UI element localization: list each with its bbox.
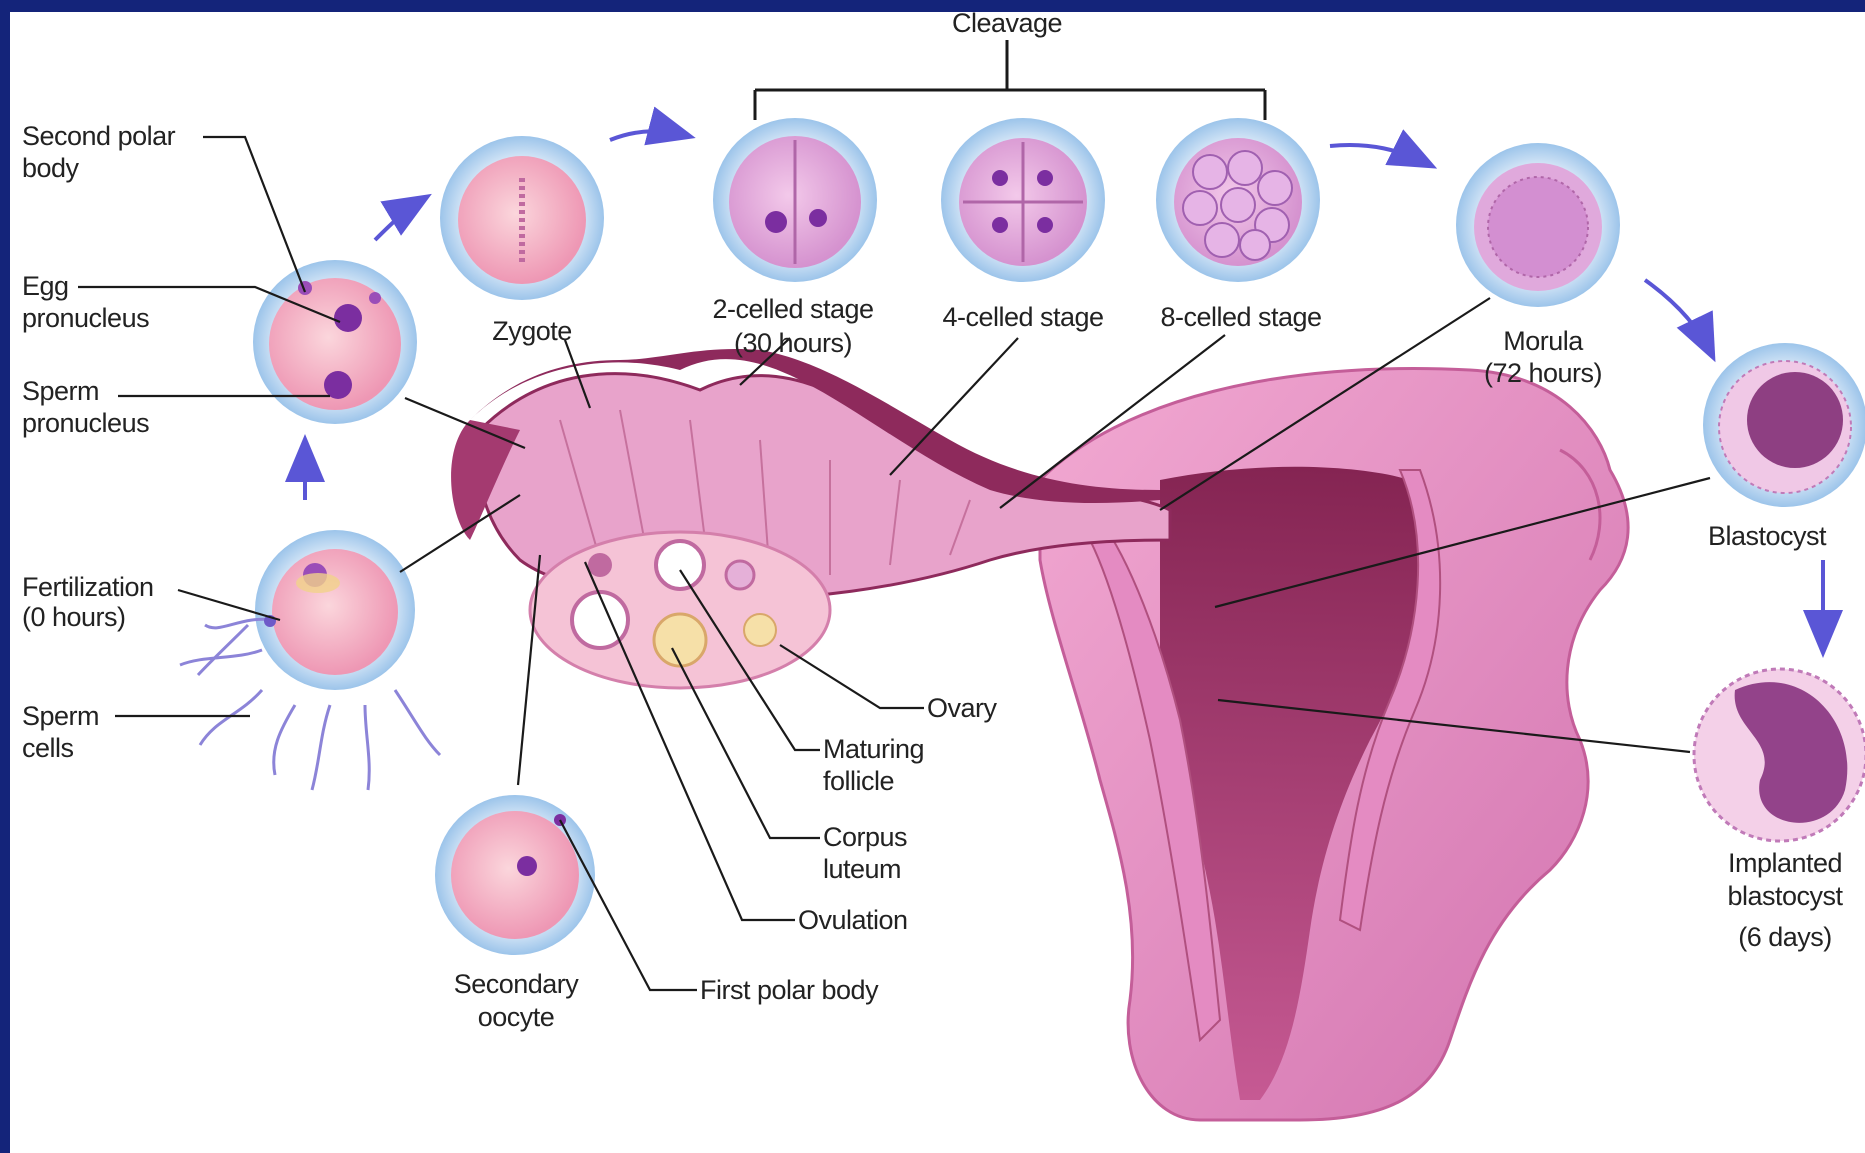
label-corpus-luteum-line2: luteum	[823, 854, 901, 884]
four-celled-cell	[941, 118, 1105, 282]
pronuclei-cell	[253, 260, 417, 424]
two-celled-cell	[713, 118, 877, 282]
label-morula-line2: (72 hours)	[1484, 358, 1602, 388]
label-implanted-blastocyst-line3: (6 days)	[1738, 922, 1832, 952]
label-secondary-oocyte-line2: oocyte	[478, 1002, 555, 1032]
label-two-celled-line1: 2-celled stage	[712, 294, 873, 324]
label-maturing-follicle-line2: follicle	[823, 766, 894, 796]
label-four-celled: 4-celled stage	[942, 302, 1103, 332]
label-first-polar-body: First polar body	[700, 975, 879, 1005]
label-ovulation: Ovulation	[798, 905, 908, 935]
label-sperm-cells-line1: Sperm	[22, 701, 99, 731]
label-sperm-pronucleus-line1: Sperm	[22, 376, 99, 406]
morula-cell	[1456, 143, 1620, 307]
label-egg-pronucleus-line1: Egg	[22, 271, 69, 301]
zygote-cell	[440, 136, 604, 300]
label-cleavage: Cleavage	[952, 8, 1062, 38]
label-second-polar-body-line2: body	[22, 153, 80, 183]
blastocyst-cell	[1703, 343, 1865, 507]
label-blastocyst: Blastocyst	[1708, 521, 1827, 551]
secondary-oocyte-cell	[435, 795, 595, 955]
label-zygote: Zygote	[492, 316, 572, 346]
label-sperm-cells-line2: cells	[22, 733, 74, 763]
label-sperm-pronucleus-line2: pronucleus	[22, 408, 149, 438]
label-morula-line1: Morula	[1503, 326, 1584, 356]
eight-celled-cell	[1156, 118, 1320, 282]
label-two-celled-line2: (30 hours)	[734, 328, 852, 358]
implanted-blastocyst-cell	[1694, 669, 1865, 841]
label-second-polar-body-line1: Second polar	[22, 121, 176, 151]
label-eight-celled: 8-celled stage	[1160, 302, 1321, 332]
label-implanted-blastocyst-line1: Implanted	[1728, 848, 1842, 878]
label-ovary: Ovary	[927, 693, 998, 723]
fertilization-cell	[255, 530, 415, 690]
label-fertilization-line1: Fertilization	[22, 572, 154, 602]
label-maturing-follicle-line1: Maturing	[823, 734, 924, 764]
label-implanted-blastocyst-line2: blastocyst	[1727, 881, 1843, 911]
label-secondary-oocyte-line1: Secondary	[454, 969, 580, 999]
label-corpus-luteum-line1: Corpus	[823, 822, 907, 852]
label-egg-pronucleus-line2: pronucleus	[22, 303, 149, 333]
label-fertilization-line2: (0 hours)	[22, 602, 126, 632]
